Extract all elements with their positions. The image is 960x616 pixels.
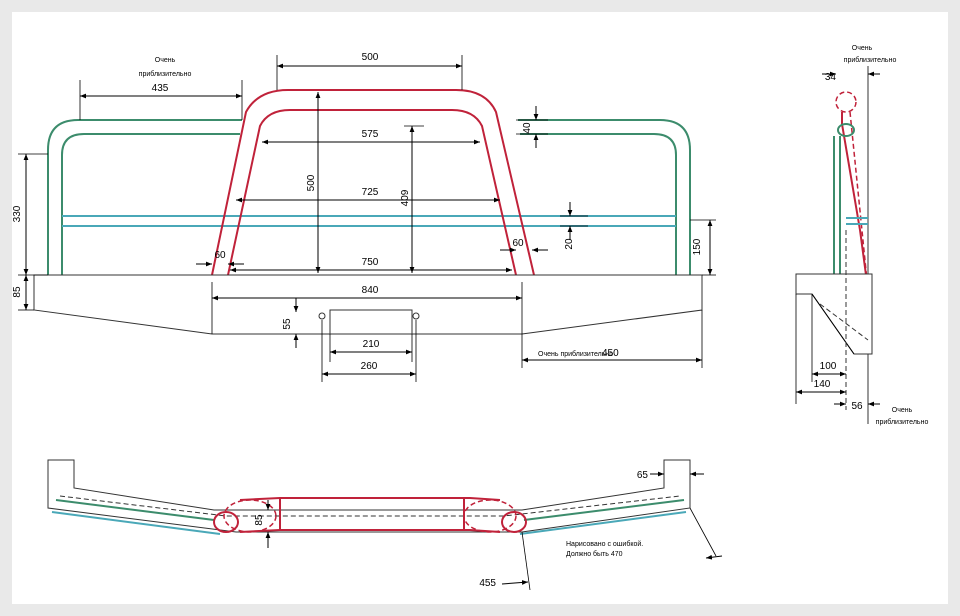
top-plate: [47, 459, 691, 533]
dim-hook-210: 210: [363, 339, 380, 350]
dim-top-455: 455: [479, 578, 496, 589]
dim-left-60: 60: [214, 250, 226, 261]
hook-hole-right: [412, 312, 420, 320]
dim-right-150: 150: [692, 238, 703, 255]
dim-top-85: 85: [254, 514, 265, 526]
note-approx-side-bottom-2: приблизительно: [876, 418, 929, 426]
side-arch-top: [835, 91, 857, 113]
dim-side-56: 56: [851, 401, 863, 412]
top-dimensions: 85 65 455 Нарисовано с ошибкой. Должно б…: [254, 470, 723, 591]
top-arch-left-bend: [223, 499, 277, 533]
top-arch-lower: [239, 529, 501, 533]
note-approx-side-top-2: приблизительно: [844, 56, 897, 64]
side-dimensions: Очень приблизительно 34 100 140 56 Очень…: [795, 45, 929, 426]
side-frame-top: [837, 123, 855, 137]
top-crossbar: [51, 511, 687, 535]
dim-arch-inner: 575: [362, 129, 379, 140]
dim-left-85: 85: [12, 286, 23, 298]
top-arch-right-bend: [463, 499, 517, 533]
dim-right-60: 60: [512, 238, 524, 249]
dim-pipe-20: 20: [564, 238, 575, 250]
dim-bar-750: 750: [362, 257, 379, 268]
dim-arch-725: 725: [362, 187, 379, 198]
front-dimensions: 500 Очень приблизительно 435 500 575 409…: [12, 52, 716, 382]
top-arch-upper: [239, 497, 501, 501]
dim-arch-height: 500: [306, 174, 317, 191]
dim-top-65: 65: [637, 470, 649, 481]
dim-hook-55: 55: [282, 318, 293, 330]
note-approx-wing: Очень приблизительно: [538, 350, 613, 358]
top-frame-tube: [55, 499, 685, 521]
inner-frame-tube: [61, 133, 677, 275]
dim-side-140: 140: [814, 379, 831, 390]
front-view: [33, 89, 703, 335]
bumper-drawing: 500 Очень приблизительно 435 500 575 409…: [12, 45, 929, 591]
side-view: [795, 66, 873, 424]
dim-arch-409: 409: [400, 189, 411, 206]
dim-pipe-40: 40: [522, 122, 533, 134]
dim-wing-450: 450: [602, 348, 619, 359]
outer-frame-tube: [47, 119, 691, 275]
top-view: [47, 459, 691, 535]
hook-hole-left: [318, 312, 326, 320]
note-approx-left-1: Очень: [155, 57, 176, 64]
dim-side-34: 34: [825, 72, 837, 83]
dim-top-width: 500: [362, 52, 379, 63]
drawing-sheet: 500 Очень приблизительно 435 500 575 409…: [12, 12, 948, 604]
dim-side-bar: 435: [152, 83, 169, 94]
note-approx-side-top-1: Очень: [852, 45, 873, 52]
winch-window: [329, 309, 413, 335]
dim-side-100: 100: [820, 361, 837, 372]
dim-plate-840: 840: [362, 285, 379, 296]
arch-outer: [211, 89, 535, 276]
dim-hook-260: 260: [361, 361, 378, 372]
note-error-2: Должно быть 470: [566, 550, 623, 558]
dim-left-330: 330: [12, 205, 23, 222]
arch-inner: [227, 109, 517, 276]
note-approx-side-bottom-1: Очень: [892, 407, 913, 414]
side-arch-tube: [841, 112, 869, 291]
note-approx-left-2: приблизительно: [139, 70, 192, 78]
note-error-1: Нарисовано с ошибкой.: [566, 540, 643, 548]
